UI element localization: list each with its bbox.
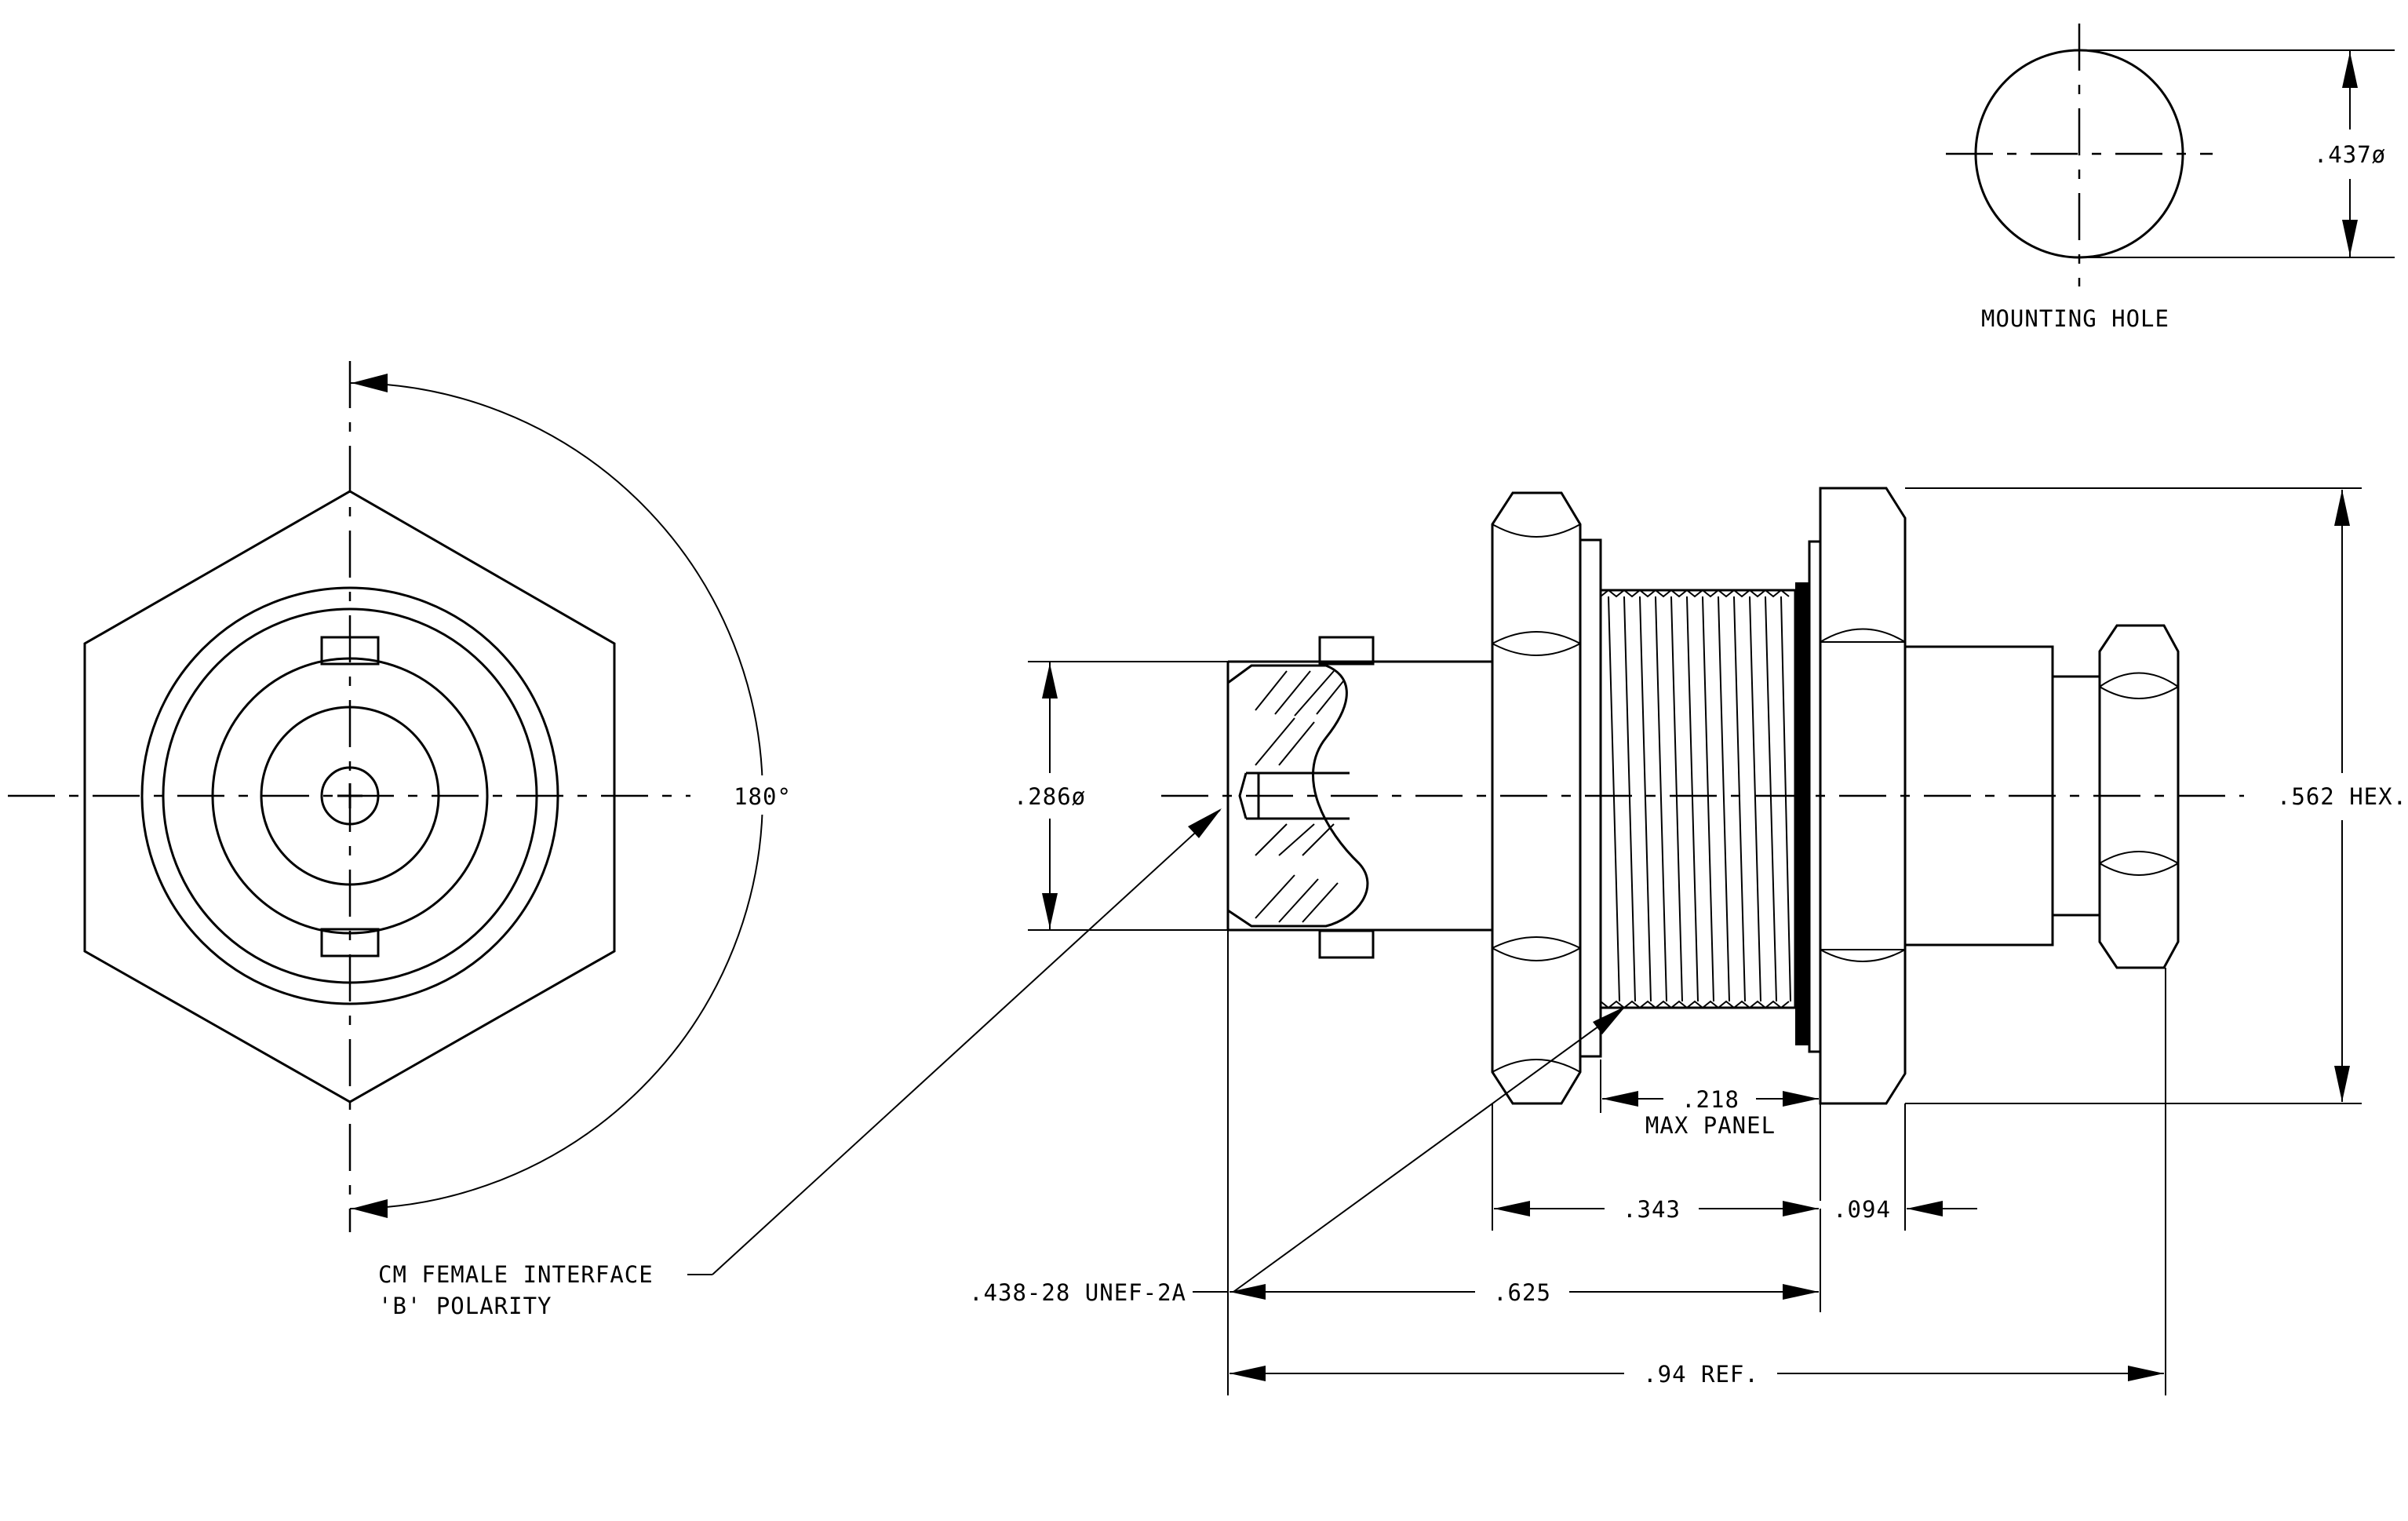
thread-lines: [1600, 589, 1791, 1009]
max-panel-label: MAX PANEL: [1645, 1112, 1776, 1139]
dim-094: .094: [1833, 1103, 1977, 1231]
front-angle-arc-upper: [349, 382, 763, 797]
panel-gasket: [1795, 582, 1809, 1045]
dim-094-label: .094: [1833, 1196, 1891, 1223]
dim-625-label: .625: [1493, 1279, 1551, 1306]
interface-cutaway-wave: [1227, 664, 1369, 928]
dim-562-hex: .562 HEX.: [1905, 487, 2407, 1104]
mounting-hole-arrow-top: [2342, 52, 2358, 88]
dim-94-ref: .94 REF.: [1230, 968, 2166, 1395]
side-bayonet-stud-bottom: [1318, 929, 1375, 959]
front-view: 180°: [8, 361, 805, 1232]
front-angle-arc-lower: [349, 795, 763, 1209]
washer: [1579, 538, 1602, 1058]
interface-hatching: [1255, 670, 1344, 923]
dim-286: .286ø: [1014, 661, 1228, 931]
callout-line1: CM FEMALE INTERFACE: [378, 1261, 654, 1288]
callout-line2: 'B' POLARITY: [378, 1293, 552, 1319]
front-angle-arrow-top: [352, 374, 388, 392]
interface-callout: CM FEMALE INTERFACE 'B' POLARITY: [378, 1261, 654, 1319]
dim-218: .218 MAX PANEL: [1600, 1060, 1821, 1201]
front-angle-arrow-bottom: [352, 1199, 388, 1218]
thread-label: .438-28 UNEF-2A: [969, 1279, 1186, 1306]
front-nut-flats: [1492, 523, 1581, 1073]
side-view: .286ø .562 HEX. .218 MAX PANEL: [687, 487, 2407, 1395]
dim-343: .343: [1492, 1103, 1819, 1231]
mounting-hole-title: MOUNTING HOLE: [1981, 305, 2169, 332]
front-angle-label: 180°: [734, 783, 792, 810]
dim-562-label: .562 HEX.: [2277, 783, 2407, 810]
front-nut: [1491, 491, 1582, 1105]
dim-625: .625: [1227, 930, 1821, 1395]
front-angle-label-bg: [720, 775, 805, 815]
center-contact: [1238, 771, 1350, 820]
rear-nut-flats: [2099, 672, 2179, 876]
mounting-hole-diameter-label: .437ø: [2314, 141, 2386, 168]
dim-343-label: .343: [1623, 1196, 1681, 1223]
dim-218-label: .218: [1681, 1086, 1740, 1113]
rear-nut: [2098, 624, 2180, 969]
mounting-hole-arrow-bottom: [2342, 220, 2358, 256]
mounting-hole-view: .437ø MOUNTING HOLE: [1946, 24, 2395, 332]
dim-94-ref-label: .94 REF.: [1643, 1361, 1759, 1388]
interface-leader: [687, 808, 1222, 1275]
dim-286-label: .286ø: [1014, 783, 1086, 810]
thread-leader: .438-28 UNEF-2A: [969, 1006, 1626, 1306]
side-bayonet-stud-top: [1318, 636, 1375, 666]
body-hex-flats: [1820, 628, 1906, 962]
